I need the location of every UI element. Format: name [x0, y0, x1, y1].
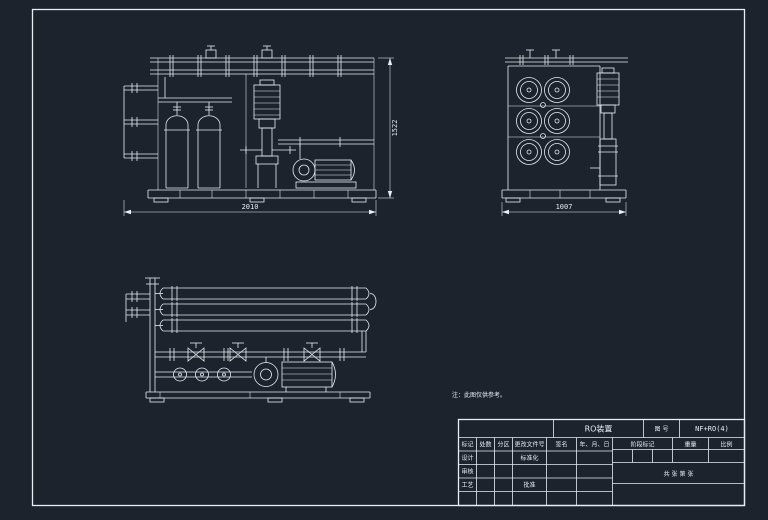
sheet-frame — [31, 8, 746, 507]
lower-pump — [253, 357, 336, 392]
front-width-dim-text: 2010 — [242, 203, 259, 211]
col-zone: 分区 — [497, 441, 509, 449]
front-filter-vessels — [158, 77, 232, 189]
drawing-no-value: NF+RO(4) — [695, 425, 729, 433]
side-frame — [507, 65, 601, 190]
front-height-dimension: 1522 — [378, 57, 399, 199]
col-count: 处数 — [479, 441, 491, 449]
role-design: 设计 — [461, 454, 473, 462]
role-standard: 标准化 — [520, 454, 538, 462]
role-approve: 批准 — [523, 481, 535, 489]
lower-view — [125, 277, 377, 403]
lower-membrane-vessels — [155, 286, 377, 333]
title-block: RO装置 图 号 NF+RO(4) 标记 处数 分区 更改文件号 签名 年、月、… — [457, 418, 746, 507]
lower-left-riser — [125, 277, 160, 392]
col-signature: 签名 — [555, 441, 567, 449]
front-height-dim-text: 1522 — [391, 120, 399, 137]
front-horizontal-pump — [278, 137, 374, 189]
side-width-dim-text: 1007 — [556, 203, 573, 211]
col-mark: 标记 — [461, 441, 473, 449]
stage-label: 阶段标记 — [630, 441, 654, 449]
weight-label: 重量 — [684, 441, 696, 449]
lower-piping — [155, 331, 367, 382]
role-process: 工艺 — [461, 481, 473, 489]
scale-label: 比例 — [720, 441, 732, 449]
col-date: 年、月、日 — [579, 441, 609, 449]
drawing-name: RO装置 — [585, 424, 613, 434]
lower-skid-base — [145, 391, 371, 403]
sheet-count-label: 共 张 第 张 — [664, 470, 694, 478]
drawing-no-label: 图 号 — [655, 426, 669, 433]
side-width-dimension: 1007 — [501, 202, 627, 216]
front-skid-base — [147, 189, 377, 203]
front-width-dimension: 2010 — [123, 200, 377, 216]
side-membrane-ends — [516, 77, 570, 165]
front-view: 2010 1522 — [123, 45, 399, 216]
side-view: 1007 — [501, 49, 628, 216]
col-change-doc: 更改文件号 — [514, 441, 544, 449]
front-top-piping — [150, 45, 375, 190]
side-top-piping — [505, 49, 628, 65]
role-check: 审核 — [461, 468, 473, 476]
front-left-nozzles — [123, 83, 158, 161]
reference-note: 注：此图仅供参考。 — [452, 391, 506, 399]
front-vertical-pump — [240, 79, 296, 188]
side-skid-base — [501, 189, 627, 203]
side-vertical-pump — [590, 67, 620, 186]
